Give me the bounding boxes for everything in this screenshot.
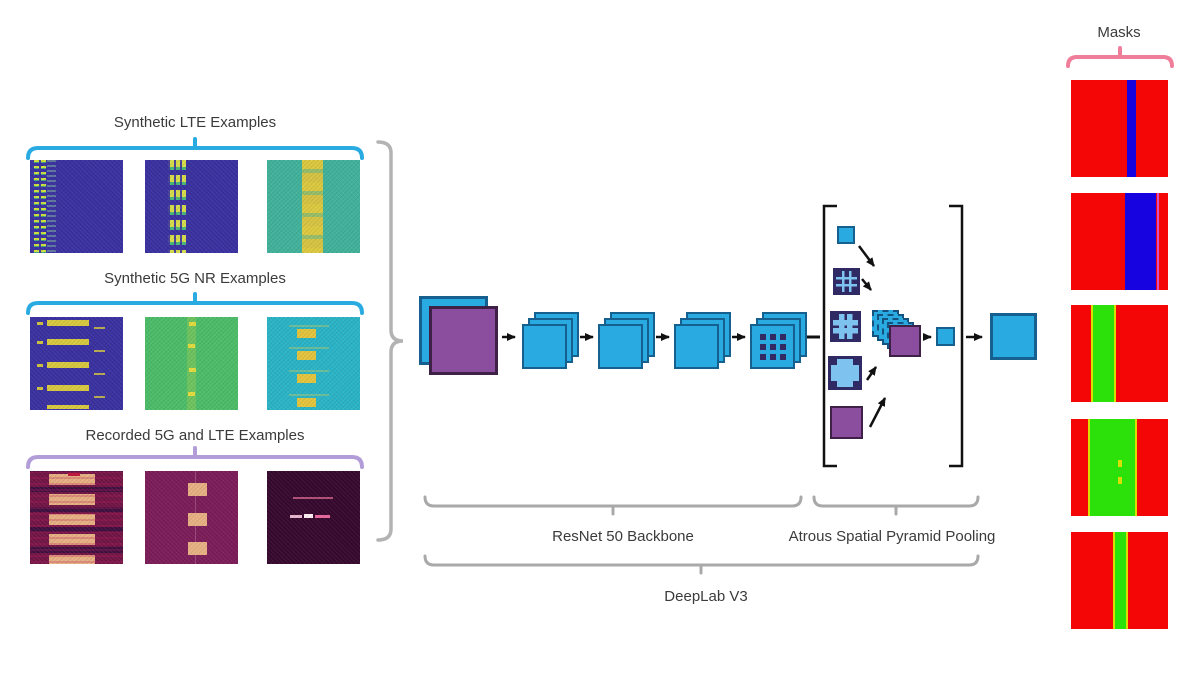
bracket-synthetic-lte [26,137,364,160]
mask-5 [1071,532,1168,629]
mask-yellow-dot [1117,477,1122,485]
brace-resnet-backbone [423,495,803,516]
masks-title: Masks [1097,24,1141,41]
feature-sheet-grid [750,324,795,369]
mask-green-stripe [1088,419,1138,516]
aspp-branch-1x1-conv [837,226,855,244]
group-title-recorded: Recorded 5G and LTE Examples [85,427,305,444]
lte-center-signal-band [168,160,186,253]
aspp-branch-atrous-large [828,356,862,390]
aspp-projection-map [936,327,955,346]
deeplab-v3-label: DeepLab V3 [664,588,748,605]
arrow-branch1-to-concat [858,245,875,267]
mask-2 [1071,193,1168,290]
conv-stack-3 [674,312,731,369]
spectrogram-synthetic-lte-3 [267,160,360,253]
mask-1 [1071,80,1168,177]
spectrogram-recorded-3 [267,471,360,564]
brace-deeplab-v3 [423,554,980,575]
bracket-recorded [26,446,364,469]
spectrogram-synthetic-5g-2 [145,317,238,410]
input-image-purple [429,306,498,375]
mask-green-stripe [1090,305,1116,402]
aspp-label: Atrous Spatial Pyramid Pooling [788,528,996,545]
spectrogram-synthetic-lte-2 [145,160,238,253]
mask-yellow-dot [1117,459,1122,467]
arrow-branch2-to-concat [861,278,872,291]
conv-stack-1 [522,312,579,369]
arrow-branch4-to-concat [865,366,878,381]
mask-3 [1071,305,1168,402]
spectrogram-synthetic-lte-1 [30,160,123,253]
group-title-synthetic-5g-nr: Synthetic 5G NR Examples [104,270,286,287]
mask-blue-stripe [1127,80,1136,177]
arrow-branch5-to-concat [868,397,887,428]
lte-left-signal-band-faint [47,160,56,253]
spectrogram-recorded-2 [145,471,238,564]
spectrogram-recorded-1 [30,471,123,564]
spectrogram-synthetic-5g-1 [30,317,123,410]
recorded-streaks [30,471,123,564]
resnet-backbone-label: ResNet 50 Backbone [552,528,694,545]
feature-sheet [598,324,643,369]
feature-sheet [674,324,719,369]
mask-4 [1071,419,1168,516]
brace-all-examples [376,140,404,542]
group-title-synthetic-lte: Synthetic LTE Examples [113,114,277,131]
brace-aspp [812,495,980,516]
bracket-synthetic-5g-nr [26,292,364,315]
mask-green-stripe [1113,532,1129,629]
mask-pink-line [1156,193,1160,290]
output-segmentation-map [990,313,1037,360]
bracket-masks [1066,46,1174,68]
lte-signal-stripe [302,160,323,253]
lte-left-signal-band [32,160,47,253]
aspp-branch-image-pooling [830,406,863,439]
spectrogram-synthetic-5g-3 [267,317,360,410]
aspp-branch-atrous-medium [830,311,861,342]
aspp-concat-stack [872,310,924,360]
conv-stack-4-gridded [750,312,807,369]
conv-stack-2 [598,312,655,369]
concat-purple-front [889,325,921,357]
mask-blue-stripe [1125,193,1157,290]
grid-pattern [759,333,786,360]
feature-sheet [522,324,567,369]
aspp-branch-atrous-small [833,268,860,295]
